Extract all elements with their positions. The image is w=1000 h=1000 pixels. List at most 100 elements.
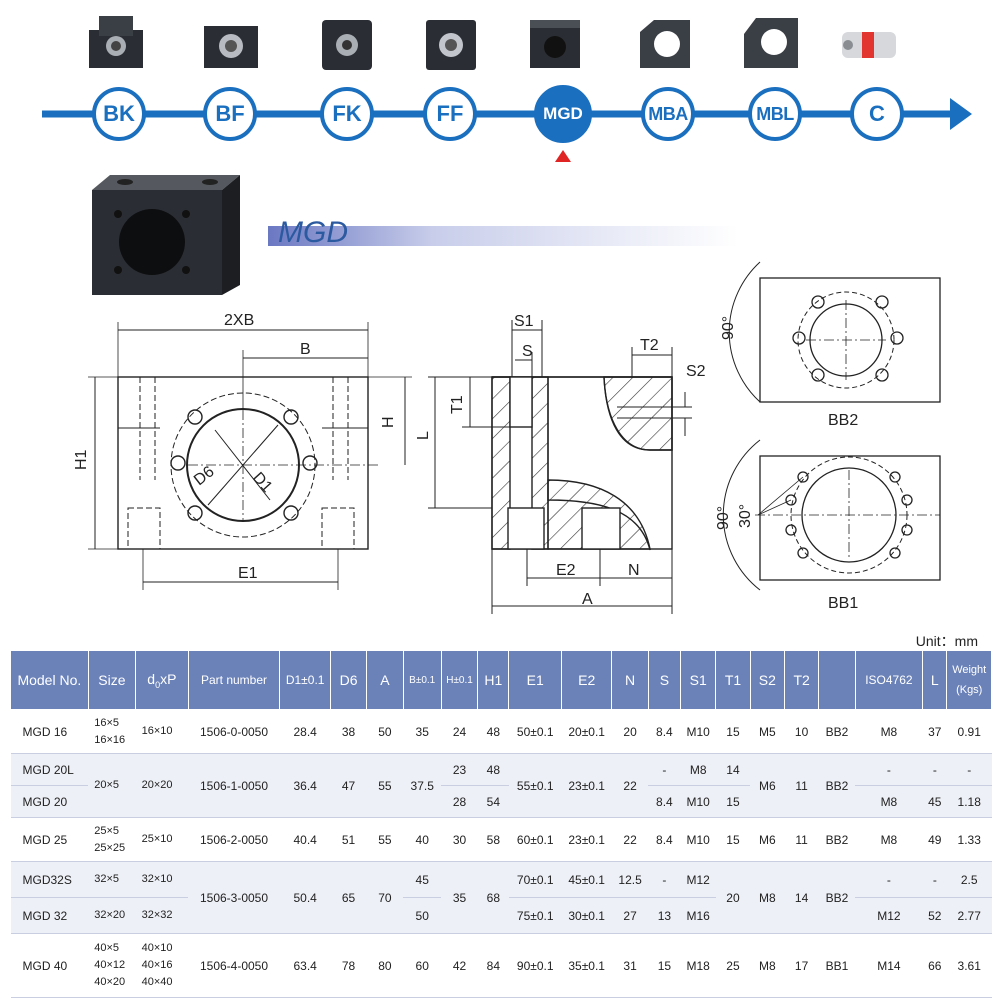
cell: 31 (611, 933, 649, 998)
cell: 50.4 (279, 861, 331, 934)
cell: 50 (366, 709, 404, 754)
col-header: Model No. (10, 650, 89, 710)
dim-label-e2: E2 (556, 562, 576, 579)
nav-item-mba[interactable]: MBA (641, 87, 695, 141)
cell: 55±0.1 (508, 753, 562, 818)
bk-thumbnail-icon[interactable] (85, 12, 147, 72)
col-header: Weight (Kgs) (946, 650, 992, 710)
cell: - (922, 861, 947, 898)
col-header: D6 (329, 650, 368, 710)
nav-item-mgd[interactable]: MGD (534, 85, 592, 143)
cell: 49 (922, 817, 947, 862)
cell: 75±0.1 (508, 897, 562, 934)
cell: 36.4 (279, 753, 331, 818)
cell: 51 (330, 817, 367, 862)
col-header: A (366, 650, 404, 710)
col-header: T2 (783, 650, 820, 710)
col-header: L (922, 650, 948, 710)
nav-item-bf[interactable]: BF (203, 87, 257, 141)
cell: BB2 (818, 861, 856, 934)
cell: 40.4 (279, 817, 331, 862)
mgd-thumbnail-icon[interactable] (524, 12, 586, 72)
cell: 63.4 (279, 933, 331, 998)
cell: 48 (477, 709, 509, 754)
cell-dxp: 32×10 (135, 861, 189, 898)
mba-thumbnail-icon[interactable] (634, 12, 696, 72)
cell: 90±0.1 (508, 933, 562, 998)
cell-model: MGD 25 (10, 817, 89, 862)
cell: 80 (366, 933, 404, 998)
cell: 70±0.1 (508, 861, 562, 898)
col-header: ISO4762 (854, 650, 924, 710)
nav-item-c[interactable]: C (850, 87, 904, 141)
cell-part: 1506-3-0050 (188, 861, 280, 934)
bf-thumbnail-icon[interactable] (200, 12, 262, 72)
col-header: Size (87, 650, 137, 710)
cell: 20±0.1 (561, 709, 612, 754)
unit-label: Unit：mm (915, 633, 978, 649)
product-nav: BK BF FK FF MGD MBA MBL C (0, 0, 1000, 170)
col-header: S2 (749, 650, 785, 710)
cell: 14 (715, 753, 751, 786)
active-marker-icon (555, 150, 571, 162)
cell: 23 (441, 753, 478, 786)
cell: - (855, 861, 923, 898)
coupling-thumbnail-icon[interactable] (838, 12, 900, 72)
bb2-label: BB2 (828, 412, 858, 429)
cell: 50 (403, 897, 442, 934)
cell: M14 (855, 933, 923, 998)
mbl-thumbnail-icon[interactable] (740, 12, 802, 72)
table-row: MGD 32 32×20 32×32 50 75±0.1 30±0.1 27 1… (10, 897, 992, 934)
cell: - (855, 753, 923, 786)
ff-thumbnail-icon[interactable] (420, 12, 482, 72)
cell: 8.4 (648, 785, 681, 818)
cell: 78 (330, 933, 367, 998)
cell: M10 (680, 785, 716, 818)
cell: 55 (366, 753, 404, 818)
cell: 60±0.1 (508, 817, 562, 862)
nav-label: BF (215, 101, 245, 126)
cell: 3.61 (946, 933, 992, 998)
nav-item-fk[interactable]: FK (320, 87, 374, 141)
nav-item-mbl[interactable]: MBL (748, 87, 802, 141)
cell: - (946, 753, 992, 786)
fk-thumbnail-icon[interactable] (316, 12, 378, 72)
cell: 8.4 (648, 709, 681, 754)
nav-label: C (869, 101, 885, 126)
cell: 15 (715, 817, 751, 862)
cell-model: MGD 16 (10, 709, 89, 754)
col-header: T1 (715, 650, 751, 710)
title-banner (268, 226, 738, 246)
cell: 28.4 (279, 709, 331, 754)
cell: 54 (477, 785, 509, 818)
bb2-pattern-drawing (728, 261, 941, 403)
col-header: H1 (477, 650, 510, 710)
col-header: E1 (508, 650, 562, 710)
cell: - (922, 753, 947, 786)
cell: 68 (477, 861, 509, 934)
col-header: d0xP (135, 650, 189, 710)
col-header: H±0.1 (440, 650, 479, 710)
nav-item-ff[interactable]: FF (423, 87, 477, 141)
cell: 30±0.1 (561, 897, 612, 934)
cell: 1.18 (946, 785, 992, 818)
cell: M12 (680, 861, 716, 898)
cell-dxp: 20×20 (135, 753, 189, 818)
dim-label-t1: T1 (449, 395, 466, 414)
cell: BB1 (818, 933, 856, 998)
dim-label-s: S (522, 343, 533, 360)
nav-item-bk[interactable]: BK (92, 87, 146, 141)
nav-line (42, 98, 972, 130)
dim-label-s1: S1 (514, 313, 534, 330)
cell: M10 (680, 709, 716, 754)
cell: 60 (403, 933, 442, 998)
dim-label-d6: D6 (191, 463, 218, 489)
cell: 47 (330, 753, 367, 818)
cell: 11 (784, 817, 819, 862)
cell: 20 (715, 861, 751, 934)
col-header: B±0.1 (402, 650, 442, 710)
